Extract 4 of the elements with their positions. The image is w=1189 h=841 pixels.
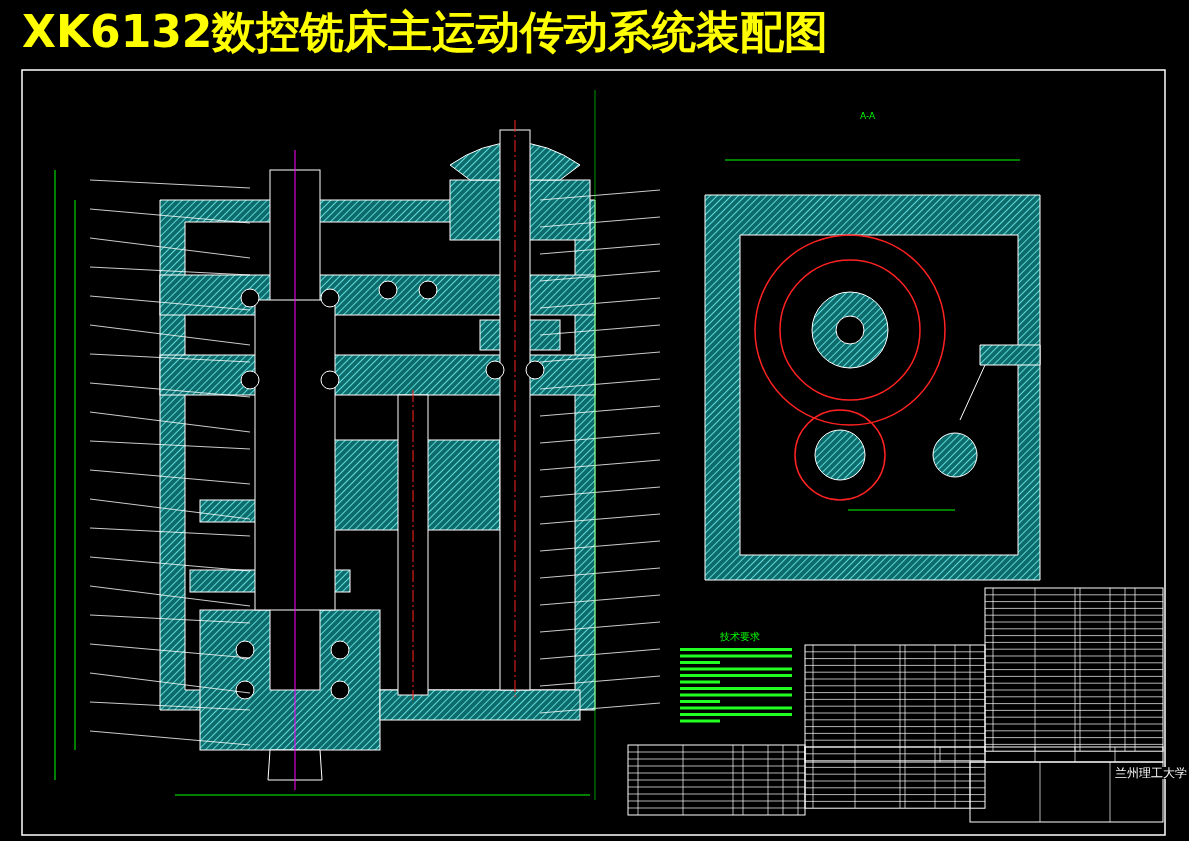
notes-heading: 技术要求 [720, 632, 760, 642]
section-label: A-A [860, 112, 876, 121]
school-name: 兰州理工大学 [1115, 767, 1187, 779]
drawing-title: XK6132数控铣床主运动传动系统装配图 [22, 10, 829, 54]
